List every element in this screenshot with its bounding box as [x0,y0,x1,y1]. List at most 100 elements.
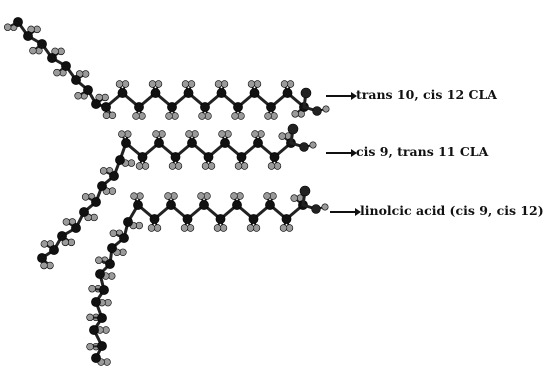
carbon-atom [253,138,263,148]
carbon-atom [97,313,107,323]
carbon-atom [170,152,181,162]
carbon-atom [183,88,194,98]
hydrogen-atom [280,80,289,88]
carbon-atom [248,214,259,224]
carbon-atom [105,259,115,269]
hydrogen-atom [40,261,48,270]
oxygen-atom [287,123,299,135]
carbon-atom [13,17,23,27]
oxygen-atom [300,87,312,99]
molecule-linoleic-acid [86,185,329,366]
hydrogen-atom [246,224,255,232]
hydrogen-atom [29,46,37,55]
carbon-atom [149,214,160,224]
carbon-atom [167,102,177,112]
carbon-atom [109,171,119,181]
carbon-atom [266,102,276,112]
carbon-atom [236,152,247,162]
hydrogen-atom [118,130,126,138]
hydrogen-atom [322,105,330,113]
carbon-atom [97,341,107,351]
carbon-atom [49,245,59,255]
carbon-atom [232,200,242,210]
carbon-atom [137,152,148,162]
oxygen-atom [299,142,309,152]
molecule-trans10-cis12-cla [3,17,330,120]
carbon-atom [121,138,131,148]
hydrogen-atom [62,218,71,226]
carbon-atom [117,88,128,98]
carbon-atom [91,353,101,363]
carbon-atom [154,138,164,148]
hydrogen-atom [279,224,288,232]
hydrogen-atom [165,112,173,120]
carbon-atom [215,214,226,224]
oxygen-atom [312,106,322,116]
hydrogen-atom [3,23,12,31]
hydrogen-atom [213,224,222,232]
carbon-atom [91,297,101,307]
carbon-atom [200,102,210,112]
hydrogen-atom [198,112,206,120]
carbon-atom [89,325,99,335]
hydrogen-atom [309,141,317,149]
carbon-atom [182,214,193,224]
hydrogen-atom [197,192,205,200]
carbon-atom [123,217,133,227]
label-linoleic-acid: linolcic acid (cis 9, cis 12) [330,203,544,218]
hydrogen-atom [321,203,329,211]
carbon-atom [57,231,67,241]
arrow-icon [330,207,361,216]
carbon-atom [115,155,125,165]
hydrogen-atom [40,240,49,248]
hydrogen-atom [152,130,160,138]
label-cis9-trans11-cla: cis 9, trans 11 CLA [326,144,488,159]
hydrogen-atom [231,112,239,120]
hydrogen-atom [81,193,90,201]
carbon-atom [269,152,280,162]
carbon-atom [281,214,292,224]
hydrogen-atom [264,112,272,120]
arrow-icon [326,91,357,100]
hydrogen-atom [95,256,103,264]
hydrogen-atom [251,130,259,138]
label-text: linolcic acid (cis 9, cis 12) [360,203,544,218]
oxygen-atom [299,185,311,197]
hydrogen-atom [290,194,298,202]
hydrogen-atom [53,68,61,77]
label-trans10-cis12-cla: trans 10, cis 12 CLA [326,87,497,102]
hydrogen-atom [218,130,226,138]
hydrogen-atom [247,80,256,88]
label-text: cis 9, trans 11 CLA [356,144,489,159]
hydrogen-atom [148,80,157,88]
carbon-atom [199,200,209,210]
oxygen-atom [311,204,321,214]
carbon-atom [220,138,230,148]
arrow-icon [326,148,357,157]
hydrogen-atom [130,192,138,200]
carbon-atom [37,39,47,49]
carbon-atom [97,181,107,191]
carbon-atom [282,88,293,98]
carbon-atom [133,200,143,210]
label-text: trans 10, cis 12 CLA [356,87,497,102]
carbon-atom [249,88,260,98]
hydrogen-atom [180,224,189,232]
carbon-atom [107,243,117,253]
carbon-atom [119,233,129,243]
carbon-atom [23,31,33,41]
carbon-atom [83,85,93,95]
carbon-atom [95,269,105,279]
carbon-atom [79,207,89,217]
hydrogen-atom [230,192,238,200]
hydrogen-atom [164,192,172,200]
carbon-atom [216,88,227,98]
hydrogen-atom [234,162,243,170]
hydrogen-atom [74,92,82,100]
hydrogen-atom [263,192,271,200]
carbon-atom [265,200,275,210]
hydrogen-atom [201,162,210,170]
carbon-atom [37,253,47,263]
